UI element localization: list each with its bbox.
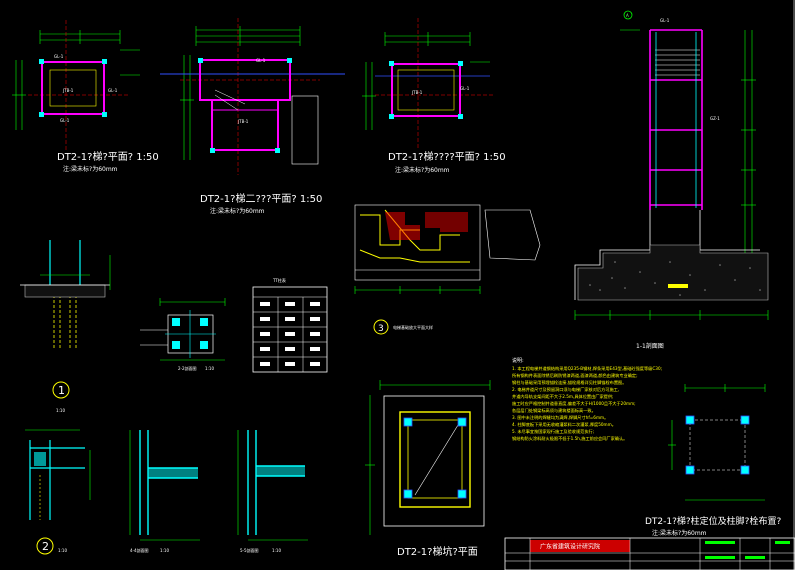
plan3-beam-label: GL-1: [460, 86, 470, 91]
plan1-beam-label-2: GL-1: [60, 118, 70, 123]
detail-2-scale: 1:10: [58, 548, 67, 553]
notes-line-1: 1. 本工程电梯井道钢结构采用Q235-B钢材,焊条采用E43型,基础砼强度等级…: [512, 365, 662, 372]
plan1-beam-label-3: GL-1: [108, 88, 118, 93]
notes-line-6: 施工时应严格控制井道垂直度,偏差不大于H/1000且不大于20mm;: [512, 400, 636, 407]
elev-col-label: GZ-1: [710, 116, 720, 121]
plan2-note: 注:梁未标?为60mm: [210, 207, 265, 215]
plan3-room-label: JTB-1: [411, 90, 423, 95]
section-5-5-title: 5-5剖面图: [240, 547, 259, 553]
column-plan-note: 注:梁未标?为60mm: [652, 529, 707, 537]
pit-plan-title: DT2-1?梯坑?平面: [397, 545, 478, 558]
section-1-1-title: 1-1剖面图: [636, 342, 664, 350]
pit-plan: DT2-1?梯坑?平面: [365, 380, 491, 558]
notes-heading: 说明:: [512, 357, 524, 364]
plan1-room-label: JTB-1: [62, 88, 74, 93]
section-4-4-scale: 1:10: [160, 548, 169, 553]
plan-2-elevator-plan: JTB-1 GL-1 DT2-1?梯二???平面? 1:50 注:梁未标?为60…: [160, 18, 345, 215]
plan1-beam-label: GL-1: [54, 54, 64, 59]
notes-line-8: 3. 图中未注明的焊缝均为满焊,焊脚尺寸hf=6mm。: [512, 414, 608, 421]
plan2-title: DT2-1?梯二???平面? 1:50: [200, 192, 322, 205]
notes-line-10: 5. 未尽事宜按国家现行施工及验收规范执行;: [512, 428, 594, 435]
plan3-note: 注:梁未标?为60mm: [395, 166, 450, 174]
notes-line-3: 钢柱与基础采用预埋锚栓连接,锚栓规格详见柱脚锚栓布置图。: [512, 379, 626, 386]
company-name: 广东省建筑设计研究院: [540, 543, 600, 551]
detail-3-number: 3: [378, 324, 384, 334]
section-2-2-title: 2-2剖面图: [178, 365, 197, 371]
notes-line-9: 4. 柱脚底板下采用无收缩灌浆料二次灌浆,厚度50mm。: [512, 421, 616, 428]
section-4-4-title: 4-4剖面图: [130, 547, 149, 553]
plan1-note: 注:梁未标?为60mm: [63, 165, 118, 173]
section-5-5-scale: 1:10: [272, 548, 281, 553]
notes-line-2: 所有钢构件表面除锈后刷防锈漆两道,面漆两道,颜色由建筑专业确定;: [512, 372, 638, 379]
notes-line-11: 钢结构防火涂料耐火极限不低于1.5h,施工前应会同厂家确认。: [512, 435, 627, 442]
detail-2-beam-connection: 2 1:10: [25, 429, 91, 555]
section-1-1-elevation: A GL-1 GZ-1 1-1剖面图: [574, 10, 769, 350]
title-block: 广东省建筑设计研究院: [504, 537, 795, 570]
column-schedule-table: TT柱表: [252, 277, 328, 373]
elev-beam-label: GL-1: [660, 18, 670, 23]
notes-line-5: 井道内导轨支架间距不大于2.5m,具体位置由厂家提供;: [512, 393, 613, 400]
detail-1-column-base: 1 1:10: [20, 240, 111, 413]
column-anchor-plan: DT2-1?梯?柱定位及柱脚?栓布置? 注:梁未标?为60mm: [645, 384, 781, 537]
plan-1-elevator-plan: JTB-1 GL-1 GL-1 GL-1 DT2-1?梯?平面? 1:50 注:…: [12, 20, 159, 173]
plan3-title: DT2-1?梯????平面? 1:50: [388, 150, 506, 163]
column-plan-title: DT2-1?梯?柱定位及柱脚?栓布置?: [645, 515, 781, 527]
section-2-2-scale: 1:10: [205, 366, 214, 371]
plan-3-elevator-plan: JTB-1 GL-1 DT2-1?梯????平面? 1:50 注:梁未标?为60…: [362, 18, 506, 174]
notes-line-7: 各层层门处钢梁标高须与建筑楼面标高一致。: [512, 407, 596, 414]
general-notes: 说明: 1. 本工程电梯井道钢结构采用Q235-B钢材,焊条采用E43型,基础砼…: [512, 357, 662, 442]
detail-2-number: 2: [42, 540, 49, 553]
axis-bubble-a: A: [626, 13, 629, 18]
detail-3-foundation: 3 电梯基础放大平面大样: [354, 204, 541, 335]
section-2-2-plan: 2-2剖面图 1:10: [140, 298, 226, 371]
detail-1-number: 1: [58, 384, 65, 397]
table-title: TT柱表: [272, 277, 286, 283]
plan1-title: DT2-1?梯?平面? 1:50: [57, 150, 159, 163]
detail-3-title: 电梯基础放大平面大样: [393, 324, 433, 330]
notes-line-4: 2. 电梯井道尺寸及预留洞口须与电梯厂家核对后方可施工,: [512, 386, 619, 393]
plan2-room-label: JTB-1: [237, 119, 249, 124]
plan2-beam-label: GL-1: [256, 58, 266, 63]
detail-1-scale: 1:10: [56, 408, 65, 413]
section-4-4: 4-4剖面图 1:10: [129, 430, 200, 553]
section-5-5: 5-5剖面图 1:10: [237, 430, 308, 553]
